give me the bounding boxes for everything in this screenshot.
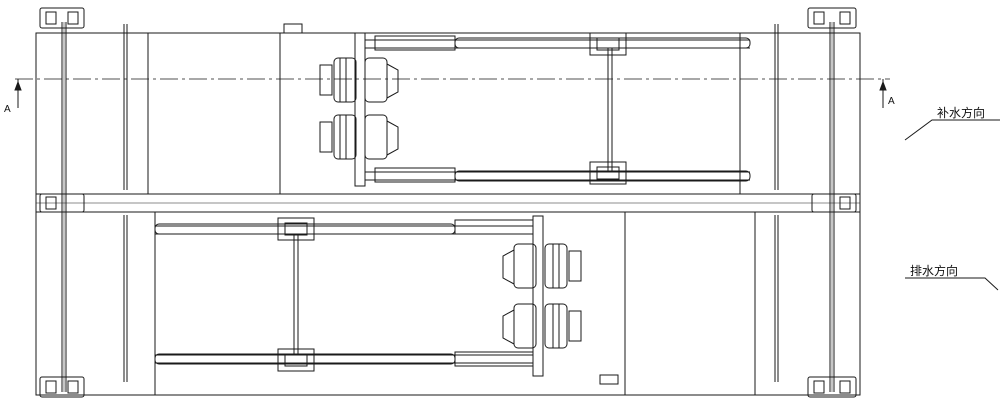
bottom-valve-upper [502,243,582,289]
outflow-direction-label: 排水方向 [910,264,959,278]
section-label-right: A [888,96,895,107]
left-shaft [61,22,67,392]
top-valve-lower [319,114,399,160]
section-arrow-left [14,79,22,108]
top-valve-upper [319,57,399,103]
section-label-left: A [4,104,11,115]
bottom-carriage [154,215,544,377]
right-shaft [829,22,835,392]
inflow-direction-label: 补水方向 [937,106,986,120]
outflow-leader [905,277,999,291]
section-arrow-right [879,79,887,108]
bottom-valve-lower [502,303,582,349]
top-carriage [354,32,751,187]
inflow-leader [904,119,1000,141]
outer-frame [35,32,861,396]
